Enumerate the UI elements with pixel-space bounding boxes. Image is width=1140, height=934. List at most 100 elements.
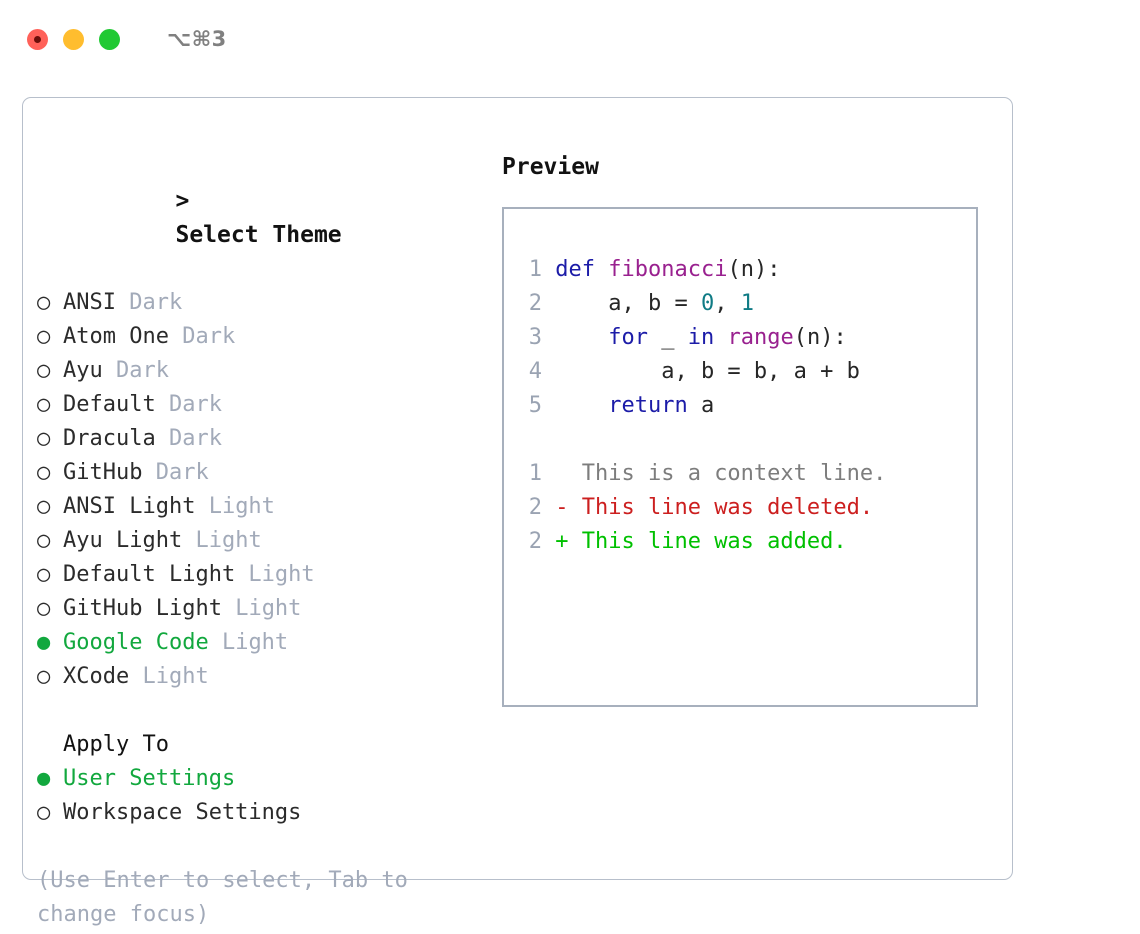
diff-line-text: + This line was added. [555,529,847,554]
select-theme-heading: > Select Theme [37,150,497,286]
theme-option-ayu-light[interactable]: ○ Ayu Light Light [37,524,497,558]
close-button[interactable] [27,28,48,50]
theme-option-name: ANSI Light [63,494,196,519]
theme-option-category: Light [129,664,209,689]
code-token-plain: (n): [727,257,781,282]
apply-to-list[interactable]: ●User Settings ○ Workspace Settings [37,762,497,830]
theme-option-category: Dark [115,290,183,315]
code-token-plain [555,325,608,350]
code-token-fn: range [727,325,794,350]
code-token-plain [555,393,608,418]
theme-option-ayu[interactable]: ○Ayu Dark [37,354,497,388]
theme-option-name: Dracula [63,426,156,451]
code-line: 2 a, b = 0, 1 [518,287,886,321]
theme-option-category: Light [182,528,262,553]
radio-unselected-icon: ○ [37,562,51,587]
line-number: 4 [528,359,542,384]
theme-option-name: XCode [63,664,130,689]
diff-line-text: This is a context line. [555,461,887,486]
code-token-plain [714,325,727,350]
code-token-num: 1 [740,291,754,316]
theme-option-name: Google Code [63,630,209,655]
code-line: 1 def fibonacci(n): [518,253,886,287]
title-bar: ⌥⌘3 [0,0,1140,78]
code-line: 3 for _ in range(n): [518,321,886,355]
code-token-plain: (n): [793,325,847,350]
code-token-plain: a [687,393,715,418]
line-number: 2 [528,291,542,316]
theme-option-category: Light [195,494,275,519]
diff-line-del: 2 - This line was deleted. [518,491,886,525]
theme-option-name: Default [63,392,156,417]
theme-option-name: GitHub [63,460,143,485]
diff-line-ctx: 1 This is a context line. [518,457,887,491]
diff-line-add: 2 + This line was added. [518,525,886,559]
theme-list[interactable]: ○ANSI Dark○Atom One Dark○Ayu Dark○Defaul… [37,286,497,694]
radio-unselected-icon: ○ [37,596,51,621]
theme-option-github-light[interactable]: ○ GitHub Light Light [37,592,497,626]
apply-to-option-name: Workspace Settings [63,800,302,825]
radio-unselected-icon: ○ [37,800,51,825]
theme-option-name: GitHub Light [63,596,222,621]
code-token-num: 0 [700,291,715,316]
prompt-caret-icon: > [175,188,190,214]
radio-unselected-icon: ○ [37,392,51,417]
theme-option-name: Ayu Light [63,528,183,553]
diff-line-text: - This line was deleted. [555,495,874,520]
line-number: 2 [528,529,542,554]
theme-option-category: Light [221,596,302,621]
code-token-kw: for [608,325,648,350]
radio-unselected-icon: ○ [37,290,51,315]
select-theme-label: Select Theme [175,222,342,248]
theme-option-xcode[interactable]: ○ XCode Light [37,660,497,694]
code-token-plain: _ [647,325,688,350]
theme-option-ansi-light[interactable]: ○ ANSI Light Light [37,490,497,524]
theme-selection-panel: > Select Theme ○ANSI Dark○Atom One Dark○… [37,150,497,932]
radio-unselected-icon: ○ [37,460,51,485]
theme-option-category: Dark [102,358,169,383]
radio-unselected-icon: ○ [37,494,51,519]
keyboard-hint-text: (Use Enter to select, Tab to change focu… [37,868,408,927]
theme-option-ansi[interactable]: ○ ANSI Dark [37,286,497,320]
theme-option-category: Light [208,630,289,655]
line-number: 5 [528,393,542,418]
radio-unselected-icon: ○ [37,528,51,553]
line-number: 1 [528,257,542,282]
apply-to-heading: Apply To [63,732,169,757]
maximize-button[interactable] [99,28,120,50]
code-diff-separator [518,423,886,457]
minimize-button[interactable] [63,28,84,50]
code-line: 4 a, b = b, a + b [518,355,886,389]
code-token-plain: , [714,291,741,316]
code-token-plain: a, b = b, a + b [555,359,860,384]
theme-option-dracula[interactable]: ○ Dracula Dark [37,422,497,456]
theme-option-category: Dark [142,460,209,485]
code-line: 5 return a [518,389,886,423]
theme-option-google-code[interactable]: ●Google Code Light [37,626,497,660]
apply-to-option-workspace-settings[interactable]: ○ Workspace Settings [37,796,497,830]
line-number: 2 [528,495,542,520]
line-number: 3 [528,325,542,350]
theme-option-name: Default Light [63,562,236,587]
theme-option-atom-one[interactable]: ○ Atom One Dark [37,320,497,354]
code-token-kw: return [608,393,688,418]
theme-option-name: ANSI [63,290,116,315]
code-token-kw: def [555,257,609,282]
theme-option-name: Atom One [63,324,169,349]
window-title-shortcut: ⌥⌘3 [167,27,227,51]
theme-option-github[interactable]: ○ GitHub Dark [37,456,497,490]
apply-to-option-user-settings[interactable]: ●User Settings [37,762,497,796]
preview-heading: Preview [502,154,599,180]
theme-option-category: Dark [155,426,222,451]
radio-unselected-icon: ○ [37,324,51,349]
theme-option-default[interactable]: ○Default Dark [37,388,497,422]
radio-unselected-icon: ○ [37,426,51,451]
theme-option-name: Ayu [63,358,103,383]
code-token-plain: a, b = [555,291,701,316]
radio-unselected-icon: ○ [37,664,51,689]
theme-option-category: Dark [168,324,236,349]
theme-option-category: Light [235,562,315,587]
theme-option-default-light[interactable]: ○ Default Light Light [37,558,497,592]
